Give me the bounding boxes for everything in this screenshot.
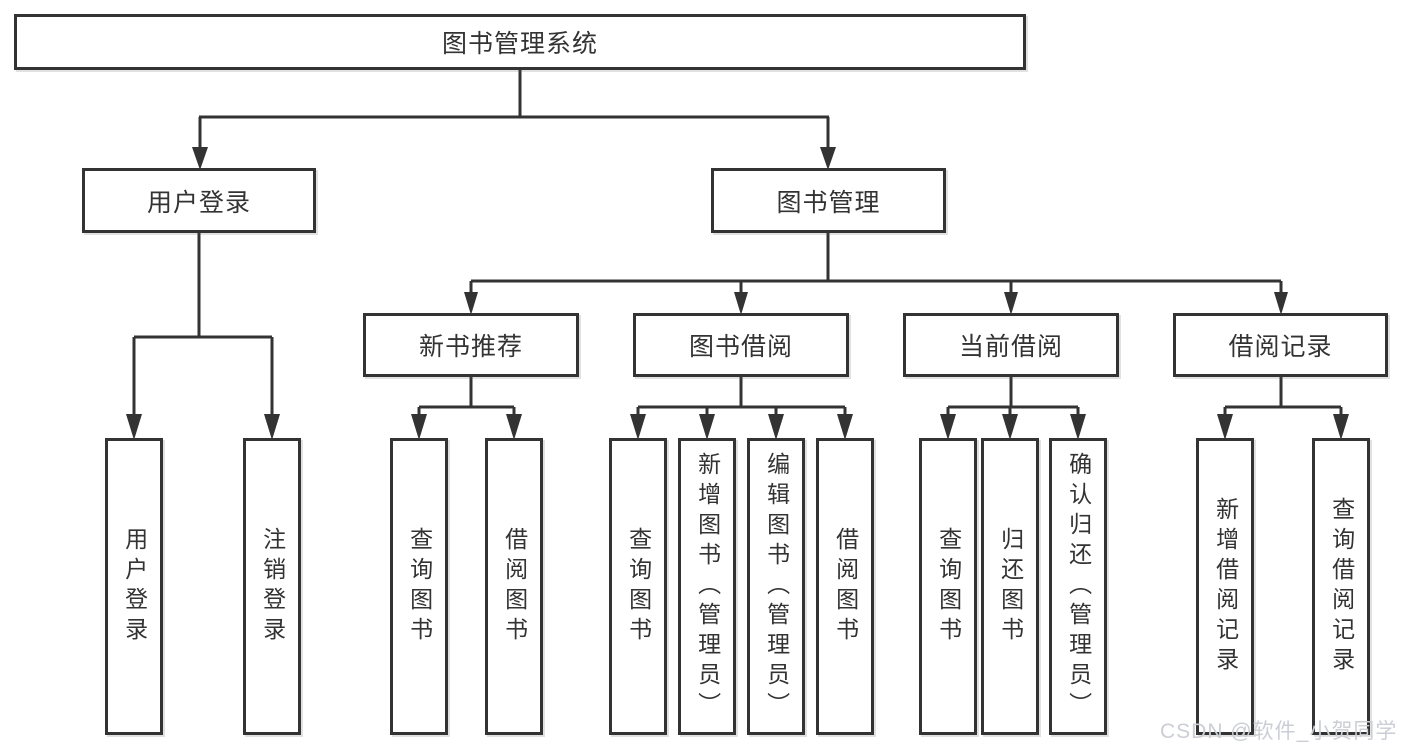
leaf-label: 确认归还（管理员） <box>1065 451 1092 722</box>
leaf-label: 查询图书 <box>406 526 433 647</box>
leaf-borrow-books: 借阅图书 <box>816 438 874 735</box>
leaf-label: 查询图书 <box>625 526 652 647</box>
node-new-book-recommend: 新书推荐 <box>363 313 579 377</box>
node-new-book-recommend-label: 新书推荐 <box>418 333 523 361</box>
leaf-label: 新增图书（管理员） <box>694 451 721 722</box>
leaf-query-books-recommend: 查询图书 <box>390 438 448 735</box>
csdn-watermark: CSDN @软件_小贺同学 <box>1160 720 1398 743</box>
leaf-query-borrow-record: 查询借阅记录 <box>1312 438 1370 735</box>
arrowheads <box>126 147 1349 440</box>
leaf-label: 查询借阅记录 <box>1328 496 1355 677</box>
connector-new-book-recommend-to-leaves <box>417 377 516 418</box>
leaf-label: 借阅图书 <box>501 526 528 647</box>
node-user-login: 用户登录 <box>82 168 316 233</box>
node-current-borrowing-label: 当前借阅 <box>958 333 1063 361</box>
connector-user-login-to-leaves <box>132 233 274 418</box>
node-current-borrowing: 当前借阅 <box>903 313 1119 377</box>
connector-root-to-level2 <box>198 68 830 150</box>
connector-borrowing-records-to-leaves <box>1223 377 1343 418</box>
leaf-label: 编辑图书（管理员） <box>763 451 790 722</box>
leaf-label: 注销登录 <box>259 526 286 647</box>
node-library-system-label: 图书管理系统 <box>441 30 598 58</box>
node-book-borrowing: 图书借阅 <box>633 313 849 377</box>
leaf-add-books-admin: 新增图书（管理员） <box>678 438 736 735</box>
leaf-logout: 注销登录 <box>243 438 301 735</box>
leaf-query-books-current: 查询图书 <box>919 438 977 735</box>
leaf-add-borrow-record: 新增借阅记录 <box>1196 438 1254 735</box>
node-book-borrowing-label: 图书借阅 <box>688 333 793 361</box>
leaf-confirm-return-admin: 确认归还（管理员） <box>1049 438 1107 735</box>
leaf-label: 查询图书 <box>935 526 962 647</box>
leaf-label: 用户登录 <box>121 526 148 647</box>
leaf-label: 借阅图书 <box>832 526 859 647</box>
leaf-label: 新增借阅记录 <box>1212 496 1239 677</box>
node-borrowing-records: 借阅记录 <box>1173 313 1388 377</box>
node-book-management-label: 图书管理 <box>776 188 881 217</box>
node-borrowing-records-label: 借阅记录 <box>1228 333 1333 361</box>
node-user-login-label: 用户登录 <box>146 188 251 217</box>
connector-book-management-to-level3 <box>469 233 1283 294</box>
leaf-borrow-books-recommend: 借阅图书 <box>485 438 543 735</box>
node-library-system: 图书管理系统 <box>14 14 1026 70</box>
node-book-management: 图书管理 <box>711 168 946 233</box>
connector-book-borrowing-to-leaves <box>636 377 847 418</box>
leaf-return-books: 归还图书 <box>981 438 1039 735</box>
leaf-user-login: 用户登录 <box>105 438 163 735</box>
leaf-edit-books-admin: 编辑图书（管理员） <box>747 438 805 735</box>
connector-current-borrowing-to-leaves <box>946 377 1080 418</box>
leaf-query-books-borrowing: 查询图书 <box>609 438 667 735</box>
leaf-label: 归还图书 <box>997 526 1024 647</box>
